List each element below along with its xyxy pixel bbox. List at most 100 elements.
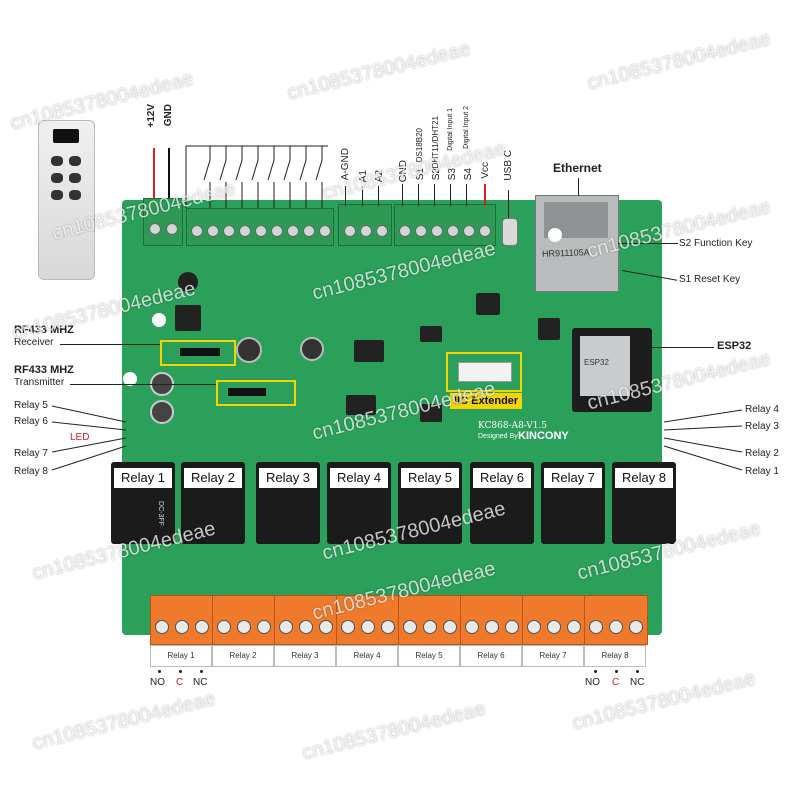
led-left-relay-6: Relay 6 <box>14 416 48 427</box>
relay-module: Relay 4 <box>327 462 391 544</box>
iic-extender-label: IIC Extender <box>450 393 523 409</box>
remote-button-2 <box>69 156 81 166</box>
relay-label: Relay 3 <box>259 468 317 488</box>
gnd-wire <box>168 148 170 198</box>
iic-connector-box <box>446 352 522 392</box>
remote-button-5 <box>51 190 63 200</box>
remote-button-3 <box>51 173 63 183</box>
rf-transmitter-box <box>216 380 296 406</box>
relay-module: Relay 1 <box>111 462 175 544</box>
contact-no-left: NO <box>150 677 165 688</box>
board-model: KC868-A8-V1.5 <box>478 421 548 431</box>
relay-label: Relay 2 <box>184 468 242 488</box>
agnd-label: A-GND <box>340 148 351 181</box>
led-left-relay-5: Relay 5 <box>14 400 48 411</box>
led-right-relay-4: Relay 4 <box>745 404 779 415</box>
relay-label: Relay 6 <box>473 468 531 488</box>
analog-terminal <box>338 204 392 246</box>
capacitor-2 <box>236 337 262 363</box>
chip-2 <box>476 293 500 315</box>
terminal-tab: Relay 8 <box>584 645 646 667</box>
contact-c-left: C <box>176 677 184 688</box>
relay-label: Relay 8 <box>615 468 673 488</box>
led-left-relay-7: Relay 7 <box>14 448 48 459</box>
terminal-tab: Relay 5 <box>398 645 460 667</box>
power-terminal <box>143 198 183 246</box>
sensor-s4-name: Digital Input 2 <box>463 106 470 149</box>
watermark: cn1085378004edeae <box>30 687 218 755</box>
watermark: cn1085378004edeae <box>300 697 488 765</box>
sensor-s4-label: S4 <box>463 168 474 181</box>
rf-remote <box>38 120 95 280</box>
gnd-power-label: GND <box>163 104 174 127</box>
sensor-s2-name: DHT11/DHT21 <box>431 116 440 169</box>
relay-module: Relay 6 <box>470 462 534 544</box>
mounting-hole-1 <box>152 313 166 327</box>
a1-label: A1 <box>358 170 369 183</box>
brand-name: KINCONY <box>518 430 569 442</box>
sensor-s1-name: DS18B20 <box>415 128 424 163</box>
usb-c-port <box>502 218 518 246</box>
sensor-gnd-label: GND <box>398 160 409 183</box>
remote-button-1 <box>51 156 63 166</box>
led-left-lines <box>51 405 127 471</box>
rf-receiver-title: RF433 MHZ <box>14 324 74 336</box>
led-left-relay-8: Relay 8 <box>14 466 48 477</box>
remote-display <box>53 129 79 143</box>
mounting-hole-2 <box>123 372 137 386</box>
ethernet-label: Ethernet <box>553 161 602 175</box>
sensor-terminal <box>394 204 496 246</box>
rf-transmitter-title: RF433 MHZ <box>14 364 74 376</box>
terminal-tab: Relay 4 <box>336 645 398 667</box>
esp32-module-text: ESP32 <box>584 358 609 367</box>
led-right-relay-1: Relay 1 <box>745 466 779 477</box>
rf-transmitter-sub: Transmitter <box>14 377 65 388</box>
sensor-s1-label: S1 <box>415 168 426 181</box>
relay-label: Relay 1 <box>114 468 172 488</box>
sensor-s3-label: S3 <box>447 168 458 181</box>
remote-button-6 <box>69 190 81 200</box>
relay-label: Relay 5 <box>401 468 459 488</box>
mounting-hole-3 <box>548 228 562 242</box>
contact-nc-left: NC <box>193 677 208 688</box>
capacitor-5 <box>150 400 174 424</box>
relay-module: Relay 5 <box>398 462 462 544</box>
inductor <box>175 305 201 331</box>
led-right-relay-3: Relay 3 <box>745 421 779 432</box>
input-switch-diagram <box>185 145 328 208</box>
chip-4 <box>420 404 442 422</box>
watermark: cn1085378004edeae <box>585 27 773 95</box>
ethernet-port: HR911105A <box>535 195 619 292</box>
terminal-tab: Relay 1 <box>150 645 212 667</box>
a2-label: A2 <box>374 170 385 183</box>
watermark: cn1085378004edeae <box>285 37 473 105</box>
capacitor-3 <box>300 337 324 361</box>
relay-module: Relay 8 <box>612 462 676 544</box>
relay-label: Relay 7 <box>544 468 602 488</box>
chip-5 <box>346 395 376 415</box>
contact-no-right: NO <box>585 677 600 688</box>
terminal-tab: Relay 3 <box>274 645 336 667</box>
relay-module: Relay 7 <box>541 462 605 544</box>
led-right-lines <box>663 409 743 471</box>
rf-receiver-sub: Receiver <box>14 337 54 348</box>
contact-nc-right: NC <box>630 677 645 688</box>
sensor-s3-name: Digital Input 1 <box>447 108 454 151</box>
chip-6 <box>538 318 560 340</box>
led-right-relay-2: Relay 2 <box>745 448 779 459</box>
sensor-vcc-label: Vcc <box>480 162 491 179</box>
relay-module: Relay 2 <box>181 462 245 544</box>
chip-1 <box>354 340 384 362</box>
s2-function-key-label: S2 Function Key <box>679 238 753 249</box>
ethernet-chip-label: HR911105A <box>541 247 590 259</box>
input-terminal <box>186 208 334 246</box>
s1-reset-key-label: S1 Reset Key <box>679 274 741 285</box>
terminal-tab: Relay 6 <box>460 645 522 667</box>
plus12v-label: +12V <box>146 104 157 128</box>
usb-c-label: USB C <box>503 150 514 181</box>
relay-label: Relay 4 <box>330 468 388 488</box>
remote-button-4 <box>69 173 81 183</box>
terminal-tab: Relay 2 <box>212 645 274 667</box>
pcb-board-lower <box>150 535 650 600</box>
led-label: LED <box>70 432 90 443</box>
